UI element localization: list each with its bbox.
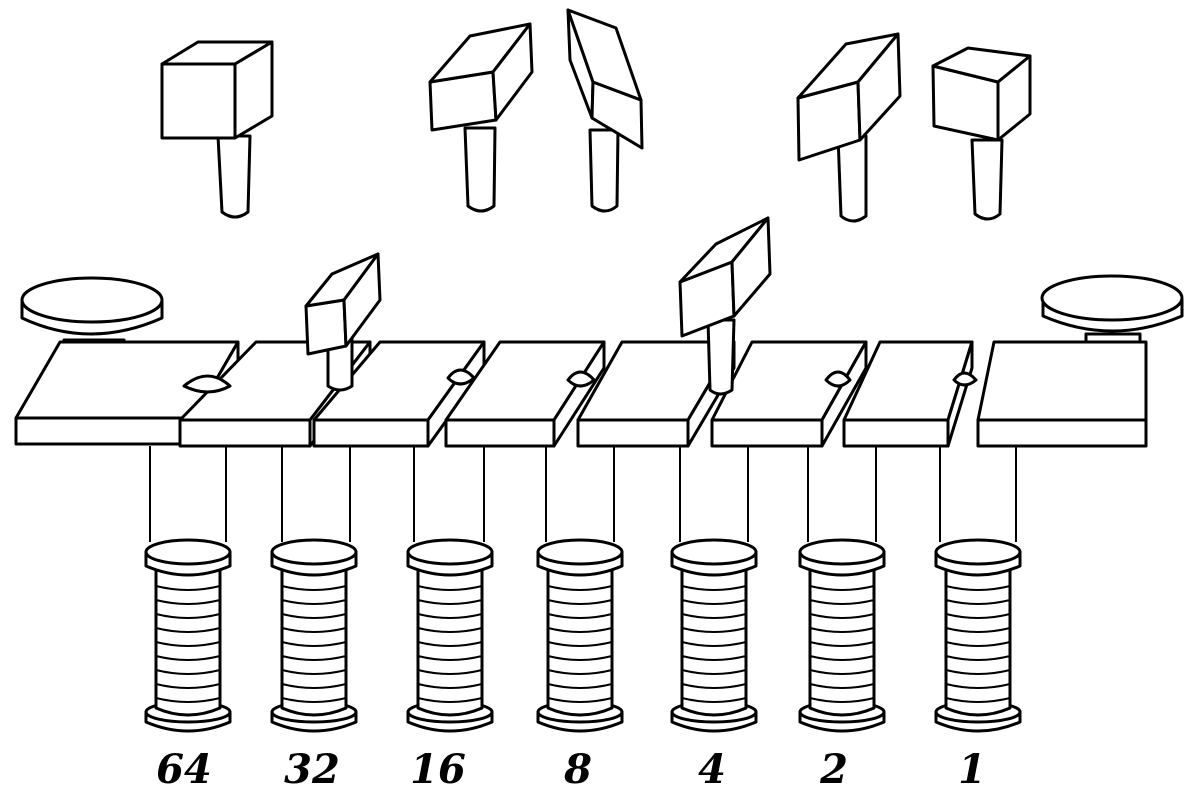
coil-2 (798, 538, 886, 733)
coil-label-8: 8 (563, 746, 592, 792)
plate-6 (710, 340, 868, 448)
coil-1 (934, 538, 1022, 733)
coil-label-2: 2 (819, 746, 848, 792)
coil-label-16: 16 (410, 746, 466, 792)
plate-8 (976, 340, 1148, 448)
hammer-top-4 (796, 32, 902, 223)
hammer-top-2 (428, 22, 534, 213)
hammer-top-5 (931, 46, 1032, 221)
coil-4 (670, 538, 758, 733)
coil-label-32: 32 (284, 746, 340, 792)
hammer-top-3 (566, 8, 644, 213)
coil-16 (406, 538, 494, 733)
hammer-top-1 (160, 40, 274, 219)
hammer-lower-1 (304, 252, 382, 392)
plate-notches (182, 368, 978, 394)
plate-3 (312, 340, 486, 448)
hammer-lower-2 (678, 216, 772, 396)
plate-4 (444, 340, 606, 448)
coil-label-64: 64 (156, 746, 212, 792)
coil-32 (270, 538, 358, 733)
coil-wires (149, 446, 1017, 542)
coil-label-4: 4 (698, 746, 726, 792)
plate-7 (842, 340, 974, 448)
coil-label-1: 1 (958, 746, 986, 792)
coil-8 (536, 538, 624, 733)
coil-64 (144, 538, 232, 733)
